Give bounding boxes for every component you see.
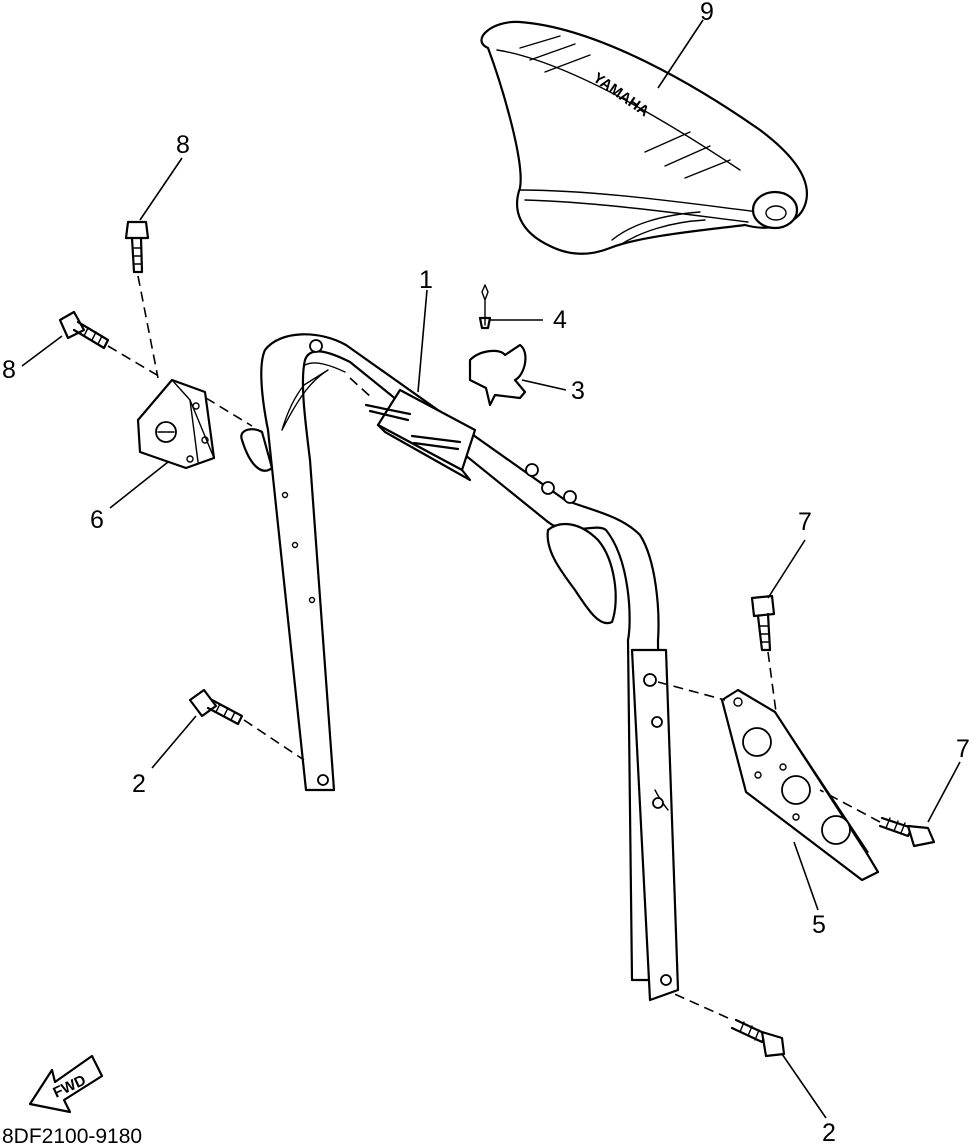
callout-1: 1: [419, 266, 433, 294]
bolt-2-right: [730, 1018, 786, 1058]
bolt-2-left: [188, 688, 244, 726]
bolt-8-top: [124, 220, 150, 274]
bolt-8-left: [58, 310, 110, 350]
clip-part: [468, 284, 527, 407]
left-bracket-part: [136, 378, 274, 472]
callout-2-right: 2: [822, 1119, 836, 1146]
callout-5: 5: [812, 911, 826, 939]
bolt-7-top: [750, 594, 776, 652]
callout-8-left: 8: [2, 356, 16, 384]
handlebar-frame-part: [260, 333, 680, 1002]
callout-3: 3: [571, 377, 585, 405]
handlebar-pad-part: YAMAHA: [480, 20, 808, 255]
callout-6: 6: [90, 506, 104, 534]
callout-7-top: 7: [798, 508, 812, 536]
callout-4: 4: [553, 306, 567, 334]
callout-9: 9: [700, 0, 714, 26]
callout-7-right: 7: [956, 735, 970, 763]
callout-2-left: 2: [132, 770, 146, 798]
callout-8-top: 8: [176, 131, 190, 159]
right-bracket-part: [720, 688, 880, 882]
fwd-arrow-icon: FWD: [28, 1054, 104, 1114]
bolt-7-right: [878, 816, 936, 848]
drawing-code: 8DF2100-9180: [2, 1125, 142, 1146]
